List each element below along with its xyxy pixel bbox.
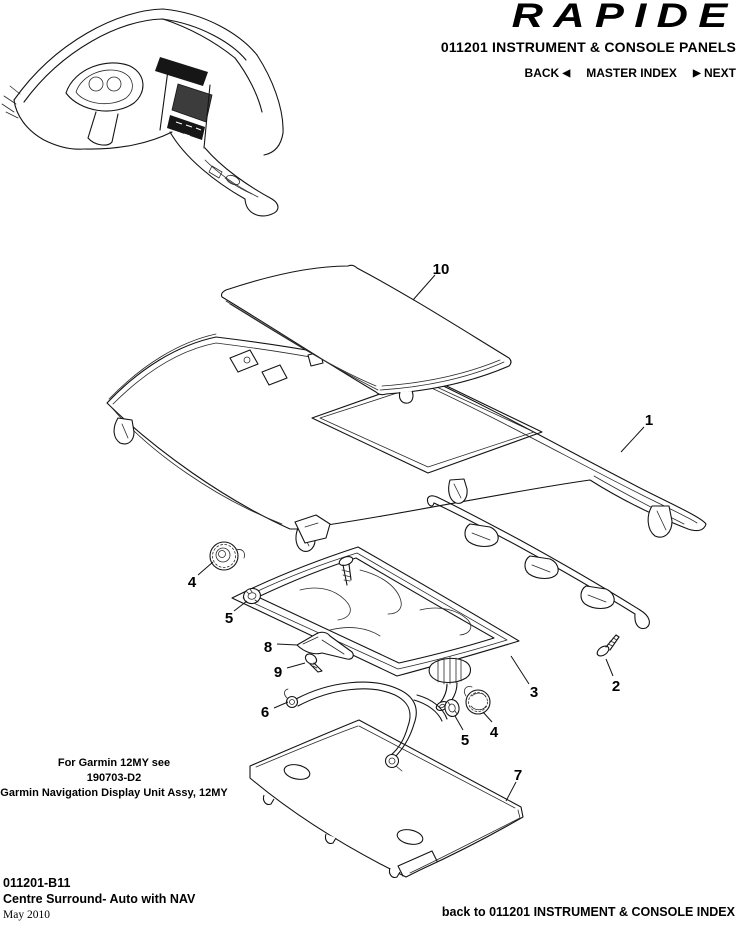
callout-8: 8: [264, 639, 272, 656]
callout-labels: 10 1 4 5 8 9 3 2 6 5 4 7: [188, 261, 653, 784]
part-6-harness: [284, 681, 448, 772]
dashboard-thumbnail: [1, 8, 284, 217]
nav-next-label: NEXT: [703, 66, 736, 80]
footer-part-number: 011201-B11: [3, 876, 71, 890]
back-to-index-link[interactable]: back to 011201 INSTRUMENT & CONSOLE INDE…: [441, 905, 735, 919]
callout-4-upper: 4: [188, 574, 197, 591]
footer-back-link-wrap: back to 011201 INSTRUMENT & CONSOLE INDE…: [442, 905, 735, 919]
garmin-note-line2: 190703-D2: [86, 772, 142, 784]
part-4-knob-lower: [464, 686, 491, 715]
part-7-bottom-cover: [249, 719, 524, 878]
part-4-knob-upper: [209, 541, 245, 571]
callout-4-lower: 4: [490, 724, 499, 741]
callout-5-lower: 5: [461, 732, 469, 749]
footer-part-name: Centre Surround- Auto with NAV: [3, 892, 196, 906]
part-3-bezel-frame: [231, 514, 520, 711]
part-1-centre-surround-panel: [106, 333, 707, 552]
nav-master-index-label: MASTER INDEX: [586, 66, 677, 80]
nav-back-link[interactable]: BACK ◀: [525, 66, 571, 80]
next-arrow-icon: ▶: [692, 68, 701, 79]
part-8-clip: [296, 631, 354, 660]
mounting-rail: [426, 495, 650, 630]
part-10-lid: [220, 264, 512, 404]
page-title: 011201 INSTRUMENT & CONSOLE PANELS: [440, 39, 736, 55]
nav-back-label: BACK: [524, 66, 560, 80]
callout-6: 6: [261, 704, 269, 721]
part-2-screw: [596, 634, 620, 657]
callout-10: 10: [433, 261, 450, 278]
callout-9: 9: [274, 664, 282, 681]
footer-date: May 2010: [3, 909, 50, 921]
callout-7: 7: [514, 767, 522, 784]
callout-5-upper: 5: [225, 610, 233, 627]
callout-2: 2: [612, 678, 620, 695]
garmin-note-line3: Garmin Navigation Display Unit Assy, 12M…: [0, 787, 228, 799]
nav-next-link[interactable]: ▶ NEXT: [693, 66, 736, 80]
nav-master-index-link[interactable]: MASTER INDEX: [586, 66, 677, 80]
callout-1: 1: [645, 412, 653, 429]
leader-lines: [197, 274, 645, 802]
garmin-note-line1: For Garmin 12MY see: [57, 757, 171, 769]
back-arrow-icon: ◀: [562, 68, 571, 79]
header-nav: BACK ◀ MASTER INDEX ▶ NEXT: [525, 66, 736, 80]
part-9-screw: [304, 653, 323, 673]
rapide-logo: RAPIDE: [511, 0, 737, 35]
callout-3: 3: [530, 684, 538, 701]
part-5-washer-upper: [243, 587, 261, 605]
garmin-note: For Garmin 12MY see 190703-D2 Garmin Nav…: [0, 756, 228, 801]
part-5-washer-lower: [444, 698, 460, 718]
